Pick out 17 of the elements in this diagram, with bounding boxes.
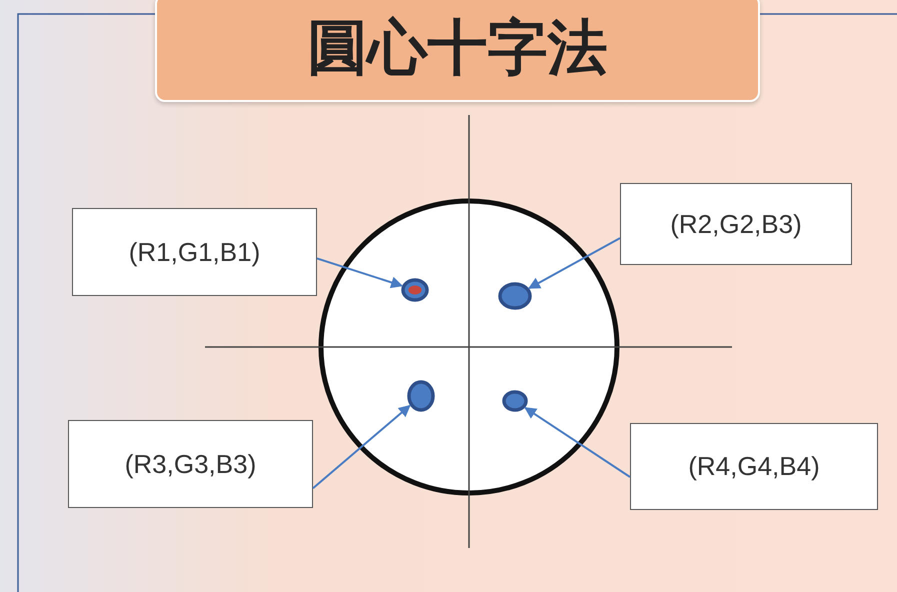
dot-marker: [401, 278, 429, 302]
coordinate-label: (R4,G4,B4): [688, 451, 820, 482]
leader-arrow: [524, 406, 631, 478]
label-box: [72, 208, 317, 296]
coordinate-label: (R3,G3,B3): [124, 448, 256, 480]
title: 圓心十字法: [308, 12, 608, 82]
label-box: [620, 183, 852, 265]
coordinate-label: (R2,G2,B3): [670, 208, 802, 240]
leader-arrow: [312, 404, 411, 490]
leader-arrow: [316, 257, 404, 288]
dot-marker: [502, 390, 528, 412]
coordinate-label: (R1,G1,B1): [128, 236, 260, 268]
leader-arrow: [528, 237, 620, 290]
dot-marker: [407, 380, 435, 412]
label-box: [630, 423, 878, 510]
label-box: [68, 420, 313, 508]
dot-marker: [498, 282, 532, 310]
